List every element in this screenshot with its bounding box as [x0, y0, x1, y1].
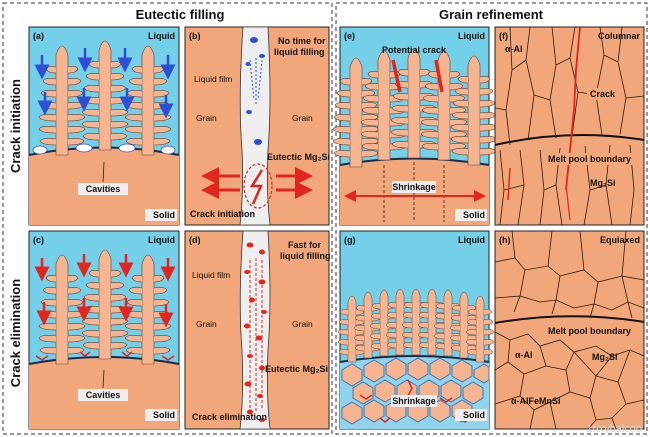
- header-grain-refinement: Grain refinement: [439, 7, 544, 22]
- panel-f-columnar-tag: Columnar: [598, 31, 641, 41]
- panel-d-grain-right: Grain: [292, 319, 313, 329]
- panel-g-solid-tag: Solid: [463, 410, 485, 420]
- panel-c-cavities-label: Cavities: [86, 390, 121, 400]
- panel-a-solid-tag: Solid: [153, 210, 175, 220]
- left-section-frame: [2, 2, 333, 435]
- panel-f-mg2si: Mg₂Si: [590, 178, 616, 188]
- panel-g-liquid-tag: Liquid: [458, 235, 485, 245]
- panel-d-phase: Eutectic Mg₂Si: [265, 364, 328, 374]
- panel-c: (c) Liquid Cavities Solid: [28, 230, 180, 430]
- watermark: 1hxybaicoo: [586, 423, 642, 435]
- panel-h: (h) Equiaxed Melt pool boundary α-Al Mg₂…: [494, 230, 645, 430]
- panel-a-cavities-label: Cavities: [86, 184, 121, 194]
- panel-g-letter: (g): [344, 235, 356, 245]
- panel-h-mg2si: Mg₂Si: [592, 352, 618, 362]
- panel-e-shrinkage-label: Shrinkage: [392, 182, 436, 192]
- panel-b-film: Liquid film: [194, 74, 232, 84]
- panel-f-boundary-label: Melt pool boundary: [548, 154, 631, 164]
- panel-b-crack: Crack initiation: [190, 209, 255, 219]
- panel-d-letter: (d): [189, 235, 201, 245]
- panel-f-letter: (f): [499, 31, 508, 41]
- panel-e-crack-label: Potential crack: [382, 45, 447, 55]
- panel-a: (a) Liquid Cavities Solid: [28, 26, 180, 226]
- panel-g: (g) Liquid Shrinkage Solid: [337, 230, 495, 430]
- panel-b-grain-right: Grain: [292, 113, 313, 123]
- panel-f: (f) Columnar α-Al Crack Melt pool bounda…: [494, 26, 645, 226]
- row-label-crack-initiation: Crack initiation: [8, 79, 23, 173]
- panel-e: (e) Liquid Potential crack Shrinkage Sol…: [332, 26, 498, 226]
- panel-c-letter: (c): [33, 235, 44, 245]
- panel-h-boundary-label: Melt pool boundary: [548, 326, 631, 336]
- panel-h-alpha-al: α-Al: [515, 350, 533, 360]
- panel-e-solid-tag: Solid: [463, 210, 485, 220]
- panel-a-letter: (a): [33, 31, 44, 41]
- panel-d-note2: liquid filling: [280, 251, 331, 261]
- panel-c-liquid-tag: Liquid: [148, 235, 175, 245]
- panel-g-shrinkage-label: Shrinkage: [392, 396, 436, 406]
- panel-d: (d) Fast for liquid filling Liquid film …: [184, 230, 331, 430]
- panel-h-equiaxed-tag: Equiaxed: [600, 235, 640, 245]
- panel-a-liquid-tag: Liquid: [148, 31, 175, 41]
- panel-b: (b) No time for liquid filling Liquid fi…: [184, 26, 330, 226]
- panel-b-letter: (b): [189, 31, 201, 41]
- header-eutectic-filling: Eutectic filling: [136, 7, 225, 22]
- row-label-crack-elimination: Crack elimination: [8, 279, 23, 387]
- panel-f-alpha-al: α-Al: [505, 44, 523, 54]
- panel-h-alfemnsi: α-AlFeMnSi: [511, 396, 561, 406]
- panel-d-grain-left: Grain: [196, 319, 217, 329]
- panel-d-crack: Crack elimination: [192, 412, 267, 422]
- panel-h-letter: (h): [499, 235, 511, 245]
- panel-f-crack-label: Crack: [590, 89, 616, 99]
- panel-b-grain-left: Grain: [196, 113, 217, 123]
- panel-b-note1: No time for: [278, 36, 326, 46]
- panel-e-letter: (e): [344, 31, 355, 41]
- panel-e-liquid-tag: Liquid: [458, 31, 485, 41]
- panel-d-note1: Fast for: [288, 240, 322, 250]
- panel-c-solid-tag: Solid: [153, 410, 175, 420]
- right-section-frame: [335, 2, 648, 435]
- panel-b-phase: Eutectic Mg₂Si: [267, 152, 330, 162]
- panel-b-note2: liquid filling: [274, 47, 325, 57]
- panel-d-film: Liquid film: [192, 270, 230, 280]
